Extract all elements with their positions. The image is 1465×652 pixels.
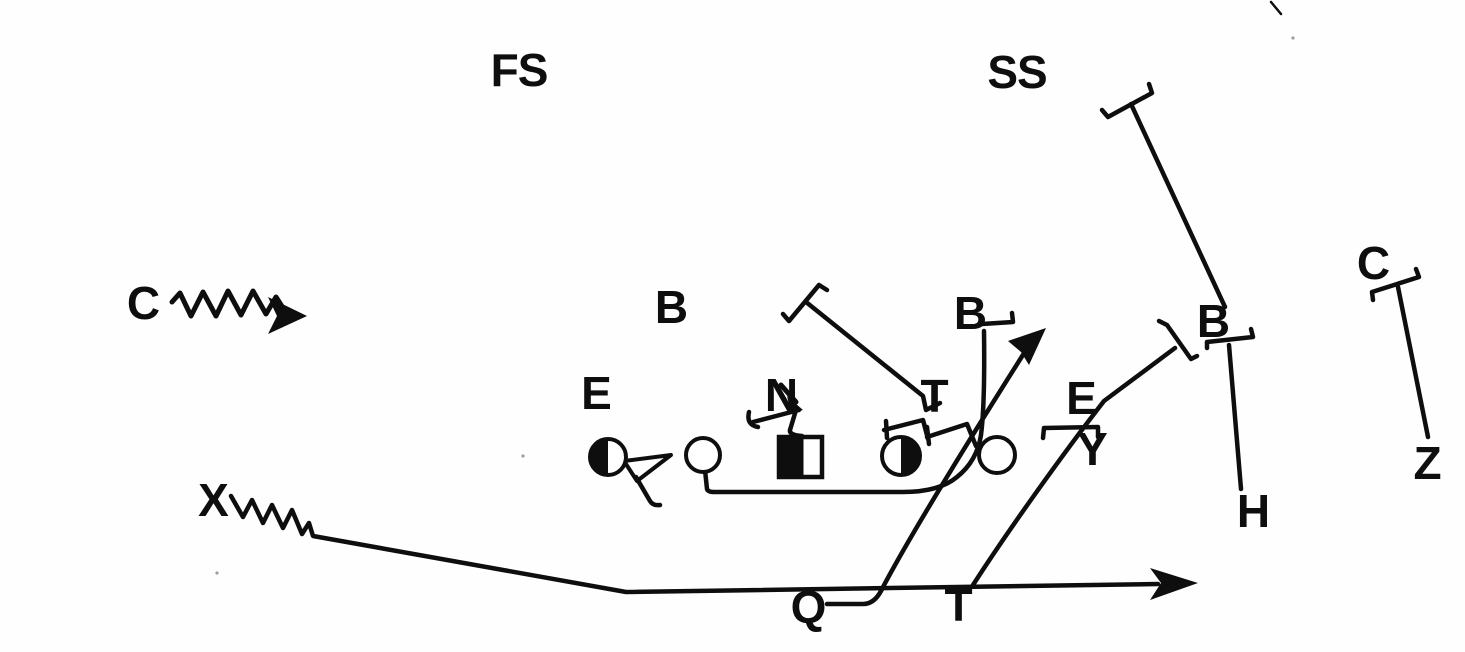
label-backer-right: B <box>1196 295 1230 347</box>
right-guard-circle-half-right-outline <box>880 435 922 477</box>
label-h-back: H <box>1236 485 1270 537</box>
corner-motion-zigzag <box>169 288 286 319</box>
left-guard-circle-open-outline <box>684 436 722 474</box>
scan-speck-2 <box>521 454 525 458</box>
z-block-bar <box>1369 266 1422 303</box>
scan-speck-0 <box>215 571 219 575</box>
label-tackle-defense: T <box>920 370 948 422</box>
label-end-right: E <box>1066 372 1097 424</box>
left-tackle-circle-half-left-outline <box>588 437 628 477</box>
t-route-line <box>970 345 1178 588</box>
scan-speck-1 <box>1291 36 1295 40</box>
label-quarterback: Q <box>790 581 827 633</box>
corner-motion-arrowhead <box>268 297 307 334</box>
left-tackle-stem <box>633 474 663 508</box>
nose-arrow-shaft <box>778 382 799 405</box>
label-z-receiver: Z <box>1413 437 1441 489</box>
x-route-arrowhead <box>1150 568 1198 600</box>
label-nose: N <box>764 369 798 421</box>
h-block-line <box>1226 342 1244 492</box>
t-route-end-bar <box>1156 318 1200 362</box>
x-route-line <box>228 493 1161 595</box>
label-backer-middle: B <box>953 287 987 339</box>
label-corner-left: C <box>126 277 160 329</box>
label-end-left: E <box>581 367 612 419</box>
h-block-bar <box>1204 326 1256 351</box>
guard-pull-path <box>702 328 987 495</box>
ss-block-bar <box>1099 81 1155 120</box>
corner-scan-artifact <box>1269 0 1283 16</box>
label-x-receiver: X <box>198 474 229 526</box>
right-tackle-circle-open-body <box>979 437 1015 473</box>
label-tailback: T <box>944 579 972 631</box>
left-tackle-triangle <box>622 453 673 483</box>
label-backer-left: B <box>654 281 688 333</box>
center-square-half-left-outline <box>776 434 825 480</box>
q-route-arrowhead <box>1008 328 1046 365</box>
label-free-safety: FS <box>490 44 549 96</box>
right-tackle-circle-open-outline <box>977 435 1017 475</box>
backside-block-bar <box>780 282 830 324</box>
y-block-bar <box>1040 424 1101 441</box>
guard-pull-end-bar <box>979 310 1016 327</box>
left-guard-circle-open-body <box>686 438 720 472</box>
nose-arrowhead <box>787 396 803 413</box>
center-square-half-left-fill <box>779 437 804 477</box>
z-block-line <box>1395 284 1431 440</box>
backside-block-line <box>803 299 943 413</box>
label-corner-right: C <box>1356 237 1390 289</box>
label-y-tight-end: Y <box>1077 423 1108 475</box>
t-defender-mark-2 <box>924 421 979 449</box>
ss-block-line <box>1128 101 1228 310</box>
label-strong-safety: SS <box>987 46 1047 98</box>
